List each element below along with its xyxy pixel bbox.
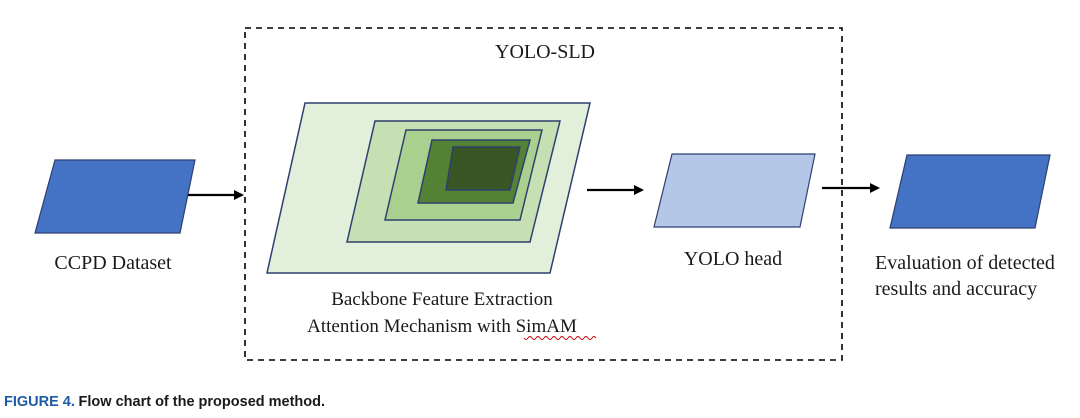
yolo-head-shape (653, 153, 816, 228)
backbone-label-prefix: Attention Mechanism with (307, 316, 515, 337)
backbone-label-line1: Backbone Feature Extraction (331, 289, 553, 310)
output-label-line1: Evaluation of detected (875, 252, 1055, 274)
figure-caption: FIGURE 4. Flow chart of the proposed met… (4, 394, 325, 410)
output-evaluation-shape (889, 154, 1051, 229)
yolo-head-label: YOLO head (684, 248, 782, 270)
output-label-line2: results and accuracy (875, 278, 1037, 300)
figure-caption-text: Flow chart of the proposed method. (79, 394, 326, 410)
figure-caption-label: FIGURE 4. (4, 394, 75, 410)
input-dataset-label: CCPD Dataset (54, 252, 172, 274)
backbone-label-simam: SimAM (516, 316, 577, 337)
input-dataset-shape (34, 159, 196, 234)
container-title: YOLO-SLD (495, 41, 595, 63)
backbone-label-line2: Attention Mechanism with SimAM (307, 316, 577, 337)
backbone-layer-5 (445, 146, 521, 191)
simam-spellcheck-underline (523, 336, 597, 340)
backbone-feature-stack (266, 102, 591, 274)
yolo-sld-container (244, 27, 843, 361)
